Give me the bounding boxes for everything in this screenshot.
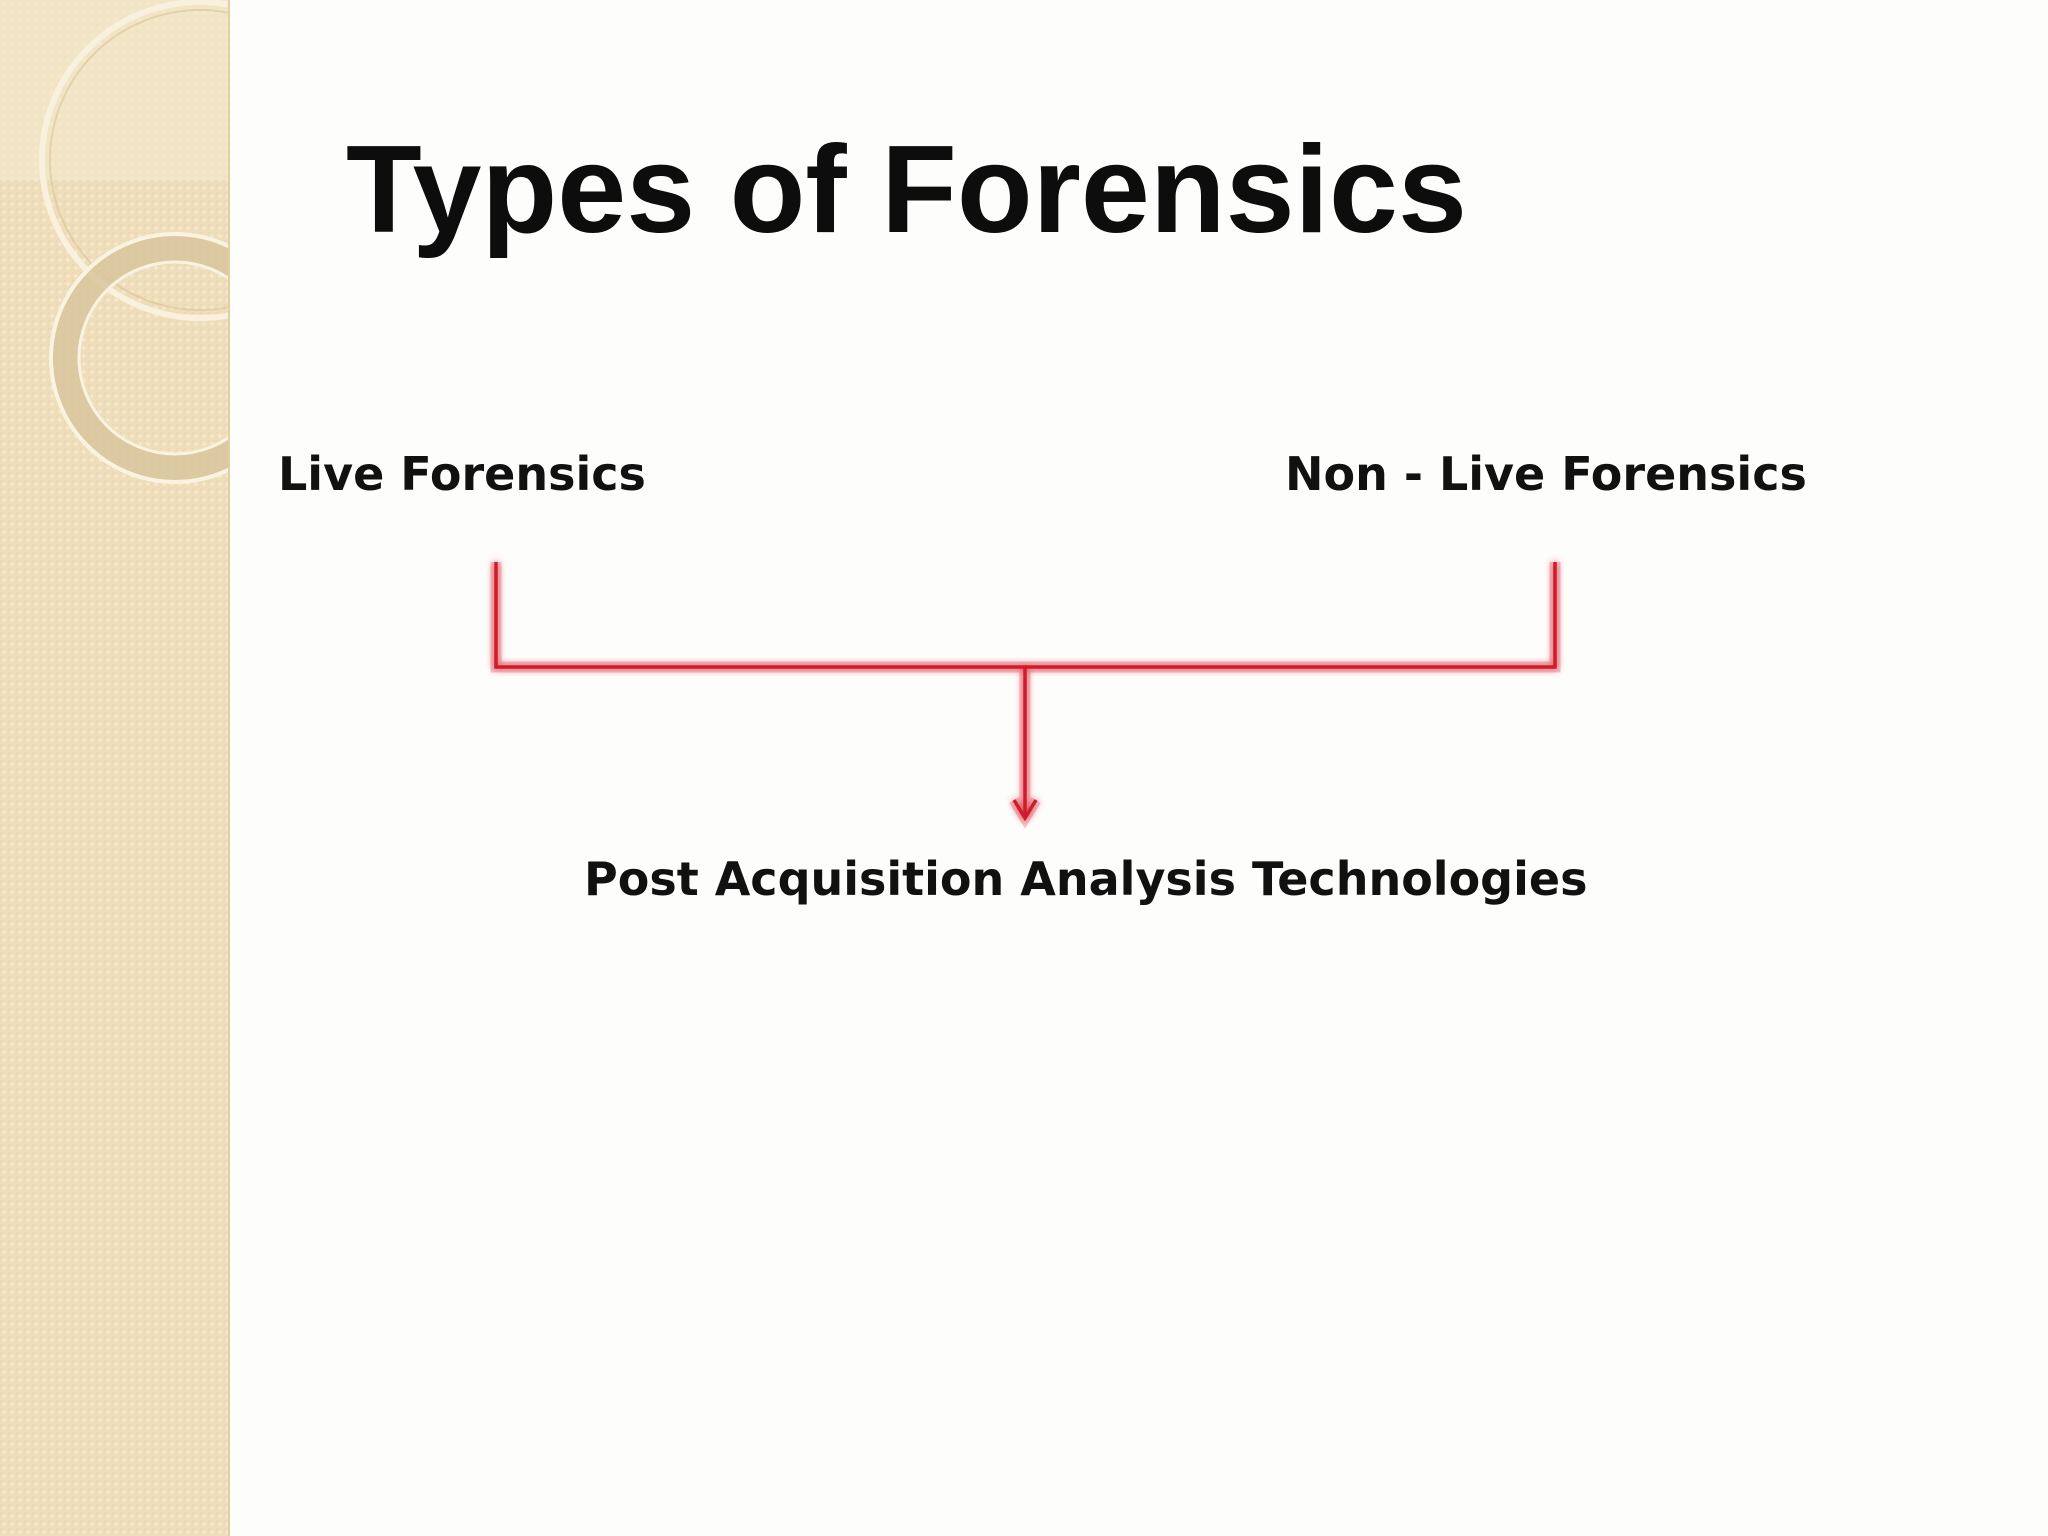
decorative-side-band	[0, 0, 230, 1536]
bracket-line	[494, 562, 1557, 669]
post-acquisition-label: Post Acquisition Analysis Technologies	[584, 852, 1588, 906]
live-forensics-label: Live Forensics	[278, 447, 646, 501]
non-live-forensics-label: Non - Live Forensics	[1285, 447, 1807, 501]
connector-glow	[490, 562, 1561, 829]
arrow-head-icon	[1012, 799, 1038, 822]
decorative-rings	[0, 0, 228, 484]
slide-title: Types of Forensics	[346, 121, 1467, 259]
